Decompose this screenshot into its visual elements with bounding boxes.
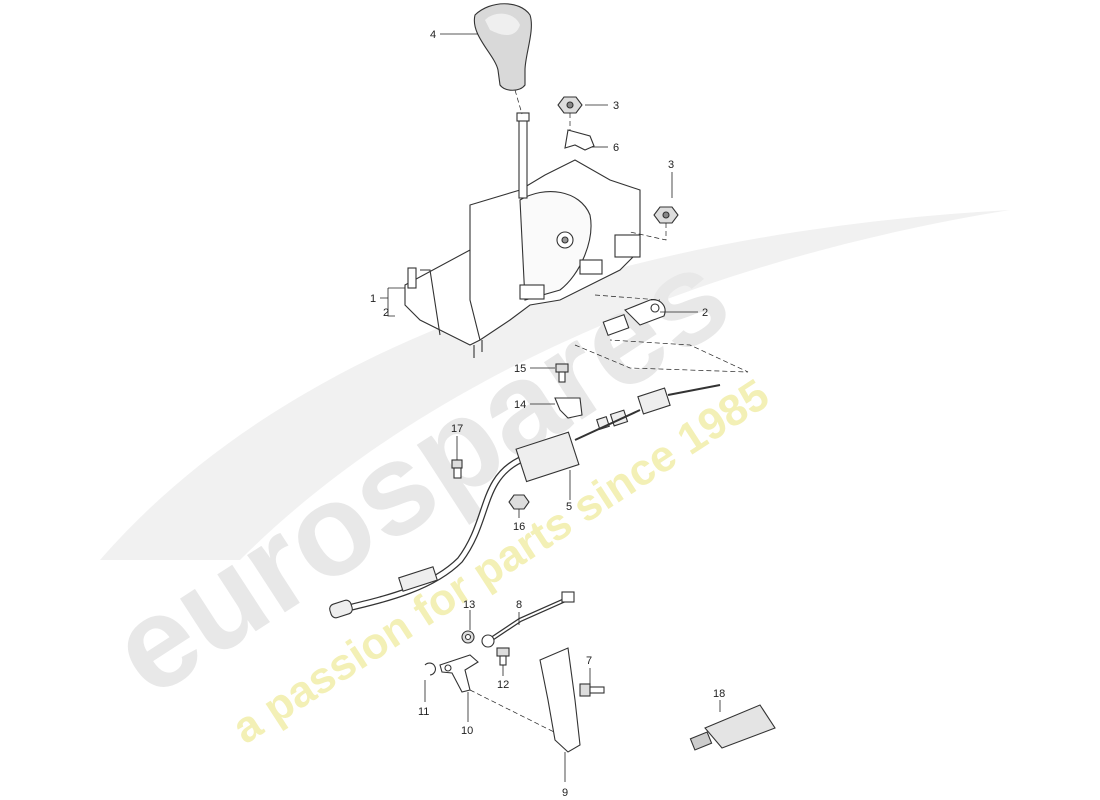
callout-7: 7 [586, 655, 592, 667]
callout-18: 18 [713, 688, 725, 700]
callout-3-upper: 3 [613, 100, 619, 112]
callout-11: 11 [418, 706, 429, 718]
watermark-swoosh [100, 210, 1010, 560]
nut-upper [557, 96, 583, 114]
callout-13: 13 [463, 599, 475, 611]
ball-socket [602, 299, 666, 337]
shift-knob [473, 3, 532, 91]
callout-2-housing: 2 [383, 307, 389, 319]
nut-right [653, 206, 679, 224]
callout-14: 14 [514, 399, 526, 411]
callout-12: 12 [497, 679, 509, 691]
callout-15: 15 [514, 363, 526, 375]
callout-4: 4 [430, 29, 436, 41]
screw [451, 459, 463, 479]
callout-1: 1 [370, 293, 376, 305]
selector-cable [329, 384, 721, 619]
grease-tube [689, 704, 776, 751]
callout-10: 10 [461, 725, 473, 737]
callout-2-socket: 2 [702, 307, 708, 319]
bolt-bracket [579, 683, 605, 697]
callout-3-right: 3 [668, 159, 674, 171]
bolt-small [555, 363, 569, 383]
callout-5: 5 [566, 501, 572, 513]
callout-17: 17 [451, 423, 463, 435]
linkage-rod [481, 591, 575, 648]
washer [461, 630, 475, 644]
callout-9: 9 [562, 787, 568, 799]
callout-16: 16 [513, 521, 525, 533]
clip-ring [424, 662, 436, 676]
callout-lines [380, 33, 721, 782]
clip [564, 129, 595, 151]
shift-lever [516, 112, 530, 199]
callout-8: 8 [516, 599, 522, 611]
callout-6: 6 [613, 142, 619, 154]
bracket-large [539, 647, 581, 753]
gear-shifter-housing [404, 159, 641, 358]
callout-labels: 4 3 6 3 1 2 2 15 14 17 5 16 8 13 7 12 11… [370, 29, 725, 799]
lever [439, 654, 479, 693]
nut-cable [508, 494, 530, 510]
bracket-small [554, 397, 583, 419]
bolt-lever [496, 647, 510, 666]
